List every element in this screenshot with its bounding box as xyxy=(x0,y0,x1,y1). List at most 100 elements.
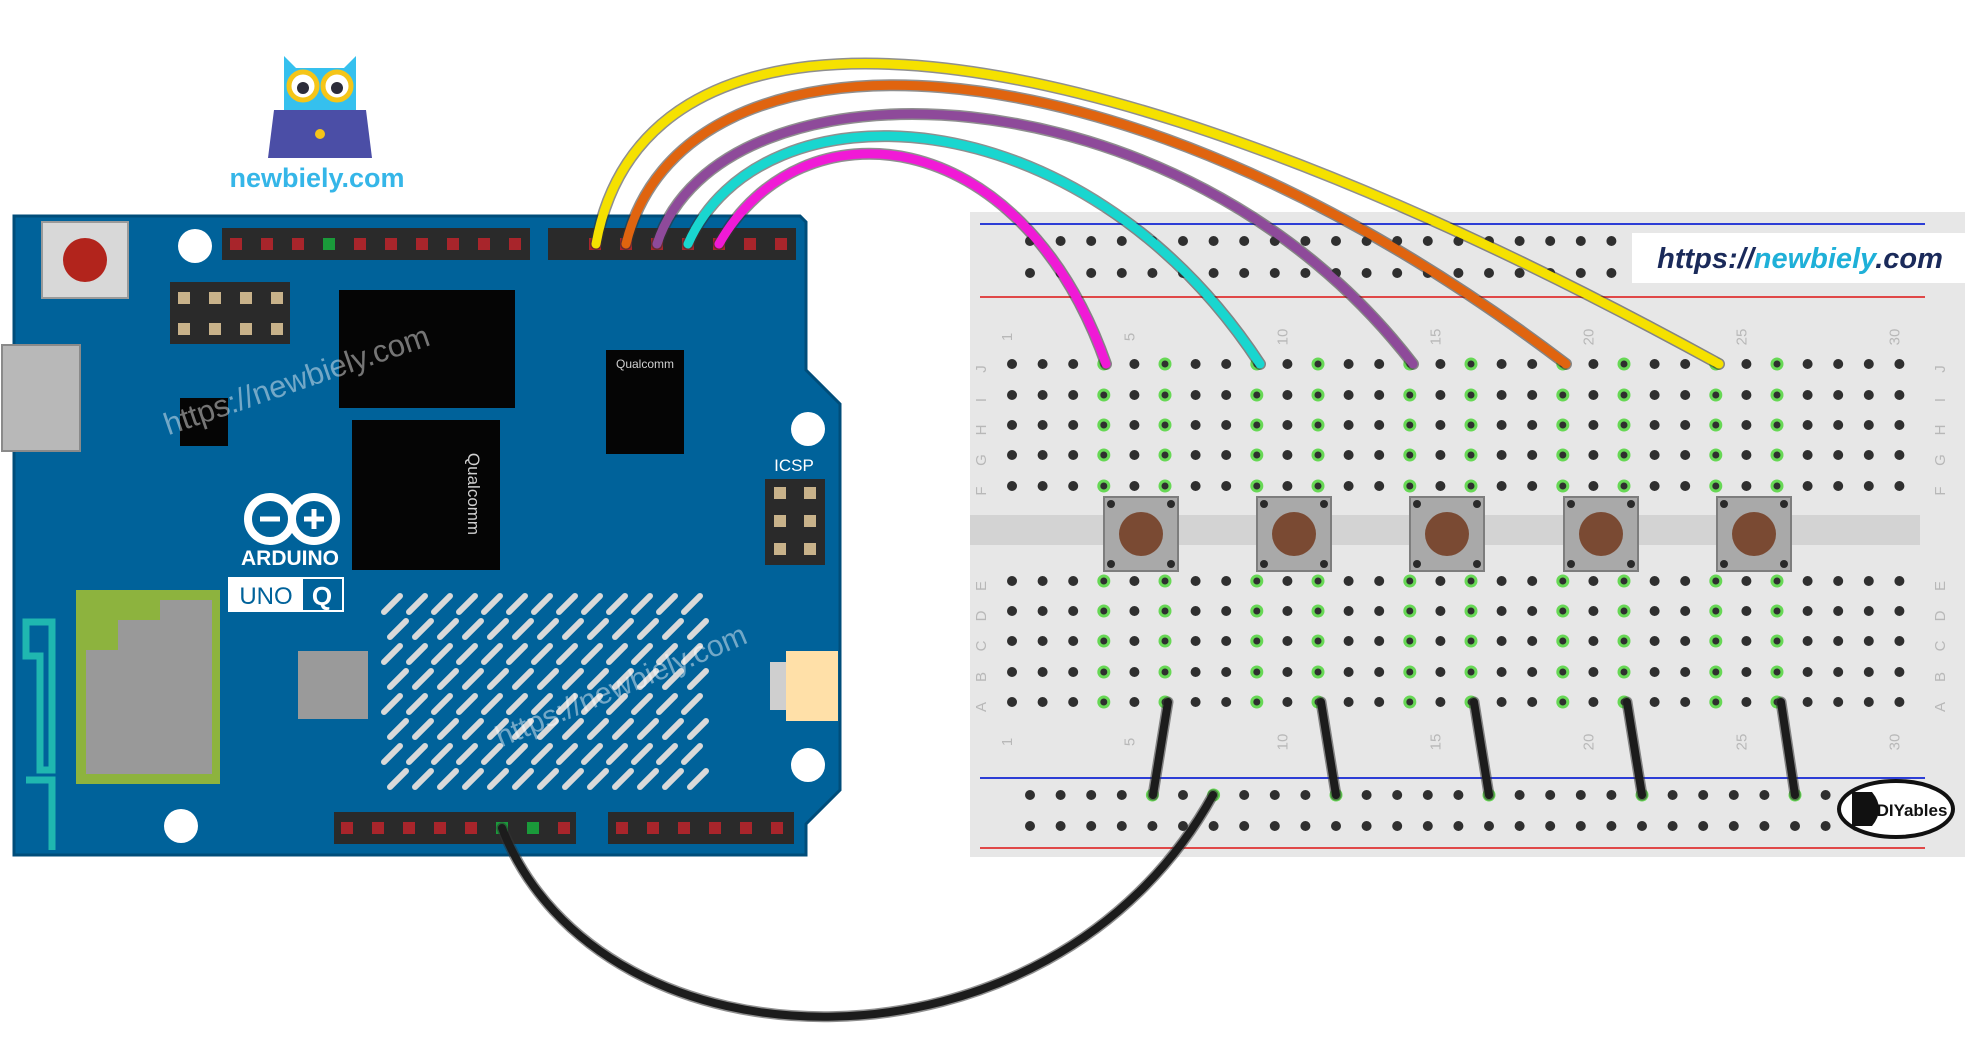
chip-qualcomm-large xyxy=(352,420,500,570)
breadboard-hole xyxy=(1680,450,1691,460)
led-pixel xyxy=(512,768,534,790)
breadboard-hole xyxy=(1374,359,1385,369)
row-letter: D xyxy=(973,610,990,621)
breadboard-hole xyxy=(1649,420,1660,430)
breadboard-hole xyxy=(1178,236,1188,246)
header-pin xyxy=(740,822,752,834)
led-pixel xyxy=(456,743,478,765)
breadboard-hole xyxy=(1282,420,1293,430)
breadboard-hole xyxy=(1863,390,1874,400)
breadboard-hole xyxy=(1116,268,1127,278)
led-pixel xyxy=(556,743,578,765)
mounting-hole xyxy=(164,809,198,843)
led-pixel xyxy=(506,643,528,665)
led-pixel xyxy=(562,718,584,740)
led-pixel xyxy=(556,643,578,665)
led-pixel xyxy=(531,743,553,765)
led-pixel xyxy=(587,718,609,740)
led-pixel xyxy=(381,693,403,715)
board-model-suffix: Q xyxy=(312,581,332,611)
breadboard-hole xyxy=(1588,697,1599,707)
wire-cyan xyxy=(683,131,1265,369)
breadboard-hole xyxy=(1863,697,1874,707)
led-pixel xyxy=(412,768,434,790)
breadboard-hole xyxy=(1239,790,1250,800)
chip-qualcomm-small xyxy=(606,350,684,454)
breadboard-hole xyxy=(1282,576,1293,586)
breadboard-hole xyxy=(1802,697,1813,707)
header-pin xyxy=(744,238,756,250)
led-pixel xyxy=(612,618,634,640)
led-pixel xyxy=(606,743,628,765)
row-letter: I xyxy=(1932,398,1949,402)
wire-orange xyxy=(621,80,1571,369)
mounting-hole xyxy=(791,748,825,782)
breadboard-hole xyxy=(1343,667,1354,677)
led-pixel xyxy=(631,593,653,615)
breadboard-hole xyxy=(1496,450,1507,460)
column-number: 10 xyxy=(1274,734,1291,751)
button-cap xyxy=(1119,512,1163,556)
wire-purple xyxy=(652,109,1418,369)
url-label xyxy=(1632,233,1968,283)
header-pin xyxy=(209,323,221,335)
header-pin xyxy=(804,487,816,499)
url-label-text: https://newbiely.com xyxy=(1657,243,1943,275)
breadboard-hole xyxy=(1068,481,1079,491)
breadboard-hole xyxy=(1343,697,1354,707)
breadboard-hole xyxy=(1802,390,1813,400)
header-pin xyxy=(774,515,786,527)
breadboard-hole xyxy=(1374,450,1385,460)
breadboard-hole xyxy=(1802,359,1813,369)
breadboard-hole xyxy=(1190,359,1201,369)
breadboard-hole xyxy=(1863,481,1874,491)
breadboard-hole xyxy=(1007,359,1017,369)
breadboard-hole xyxy=(1741,450,1752,460)
led-pixel xyxy=(537,768,559,790)
breadboard-hole xyxy=(1068,420,1079,430)
header-pin xyxy=(209,292,221,304)
column-number: 15 xyxy=(1427,329,1444,346)
breadboard-hole xyxy=(1007,697,1017,707)
wire-ground-jumper xyxy=(1623,698,1646,799)
row-letter: J xyxy=(973,365,990,373)
led-pixel xyxy=(637,768,659,790)
breadboard-hole xyxy=(1588,390,1599,400)
led-pixel xyxy=(537,718,559,740)
breadboard-hole xyxy=(1545,821,1556,831)
breadboard-hole xyxy=(1129,636,1140,646)
breadboard-hole xyxy=(1037,450,1048,460)
led-pixel xyxy=(406,743,428,765)
breadboard-hole xyxy=(1527,636,1538,646)
led-pixel xyxy=(531,593,553,615)
breadboard-hole xyxy=(1741,667,1752,677)
header-pin xyxy=(230,238,242,250)
breadboard-hole xyxy=(1588,636,1599,646)
led-pixel xyxy=(631,743,653,765)
breadboard-hole xyxy=(1759,821,1770,831)
led-pixel xyxy=(381,743,403,765)
breadboard-hole xyxy=(1588,606,1599,616)
breadboard-hole xyxy=(1208,268,1219,278)
breadboard-hole xyxy=(1790,821,1800,831)
breadboard-hole xyxy=(1221,606,1232,616)
breadboard-hole xyxy=(1527,481,1538,491)
breadboard-hole xyxy=(1649,576,1660,586)
led-pixel xyxy=(456,693,478,715)
breadboard-hole xyxy=(1055,821,1066,831)
header-pin xyxy=(416,238,428,250)
breadboard-hole xyxy=(1833,606,1844,616)
breadboard-hole xyxy=(1667,821,1678,831)
led-pixel xyxy=(587,668,609,690)
breadboard-hole xyxy=(1037,481,1048,491)
breadboard-hole xyxy=(1802,450,1813,460)
digital-header-right xyxy=(548,228,796,260)
header-pin xyxy=(178,292,190,304)
breadboard-hole xyxy=(1894,420,1905,430)
breadboard-hole xyxy=(1435,450,1446,460)
site-logo-text: newbiely.com xyxy=(229,163,404,193)
breadboard-hole xyxy=(1300,268,1311,278)
row-letter: B xyxy=(1932,672,1949,682)
led-pixel xyxy=(462,618,484,640)
breadboard-hole xyxy=(1068,576,1079,586)
